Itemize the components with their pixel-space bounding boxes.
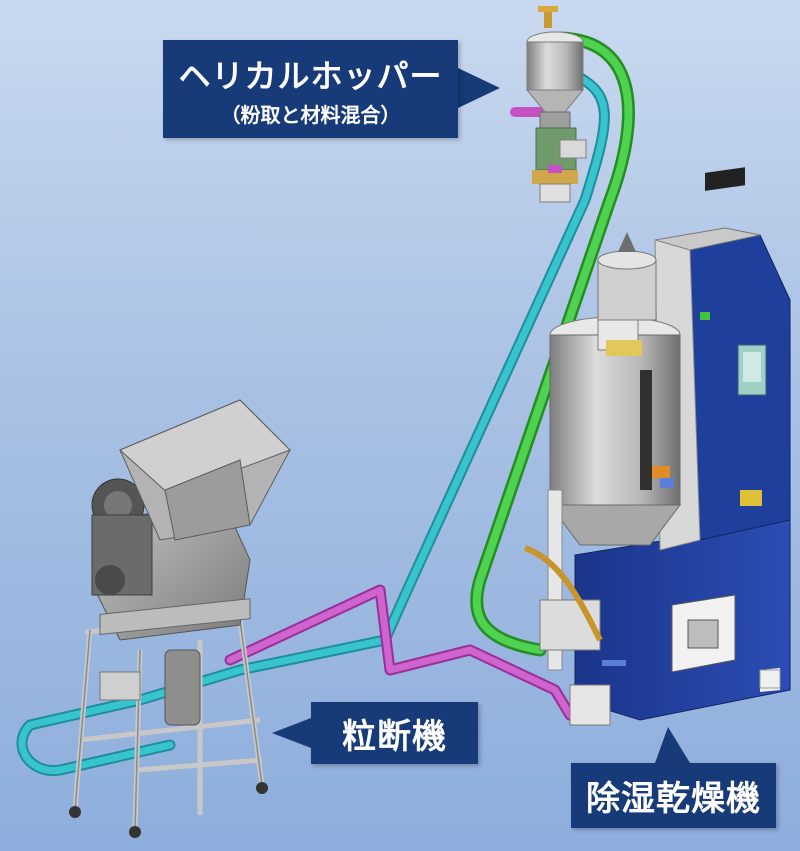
granulator-callout-pointer: [272, 718, 311, 748]
helical-hopper-subtitle: （粉取と材料混合）: [220, 102, 401, 127]
helical-hopper-unit: [525, 6, 587, 203]
helical-hopper-title: ヘリカルホッパー: [178, 56, 443, 95]
green-pipe: [470, 31, 635, 657]
helical-hopper-label: ヘリカルホッパー （粉取と材料混合）: [163, 40, 458, 138]
granulator-title: 粒断機: [342, 716, 447, 757]
dryer-callout-pointer: [655, 727, 690, 763]
hopper-callout-pointer: [458, 68, 500, 108]
granulator-label: 粒断機: [311, 702, 478, 764]
dehumidifying-dryer-unit: [523, 167, 791, 726]
magenta-pipe: [224, 107, 576, 721]
granulator-unit: [69, 399, 291, 838]
dehumidifying-dryer-label: 除湿乾燥機: [571, 763, 776, 828]
dehumidifying-dryer-title: 除湿乾燥機: [586, 779, 761, 819]
teal-pipe: [16, 69, 610, 776]
